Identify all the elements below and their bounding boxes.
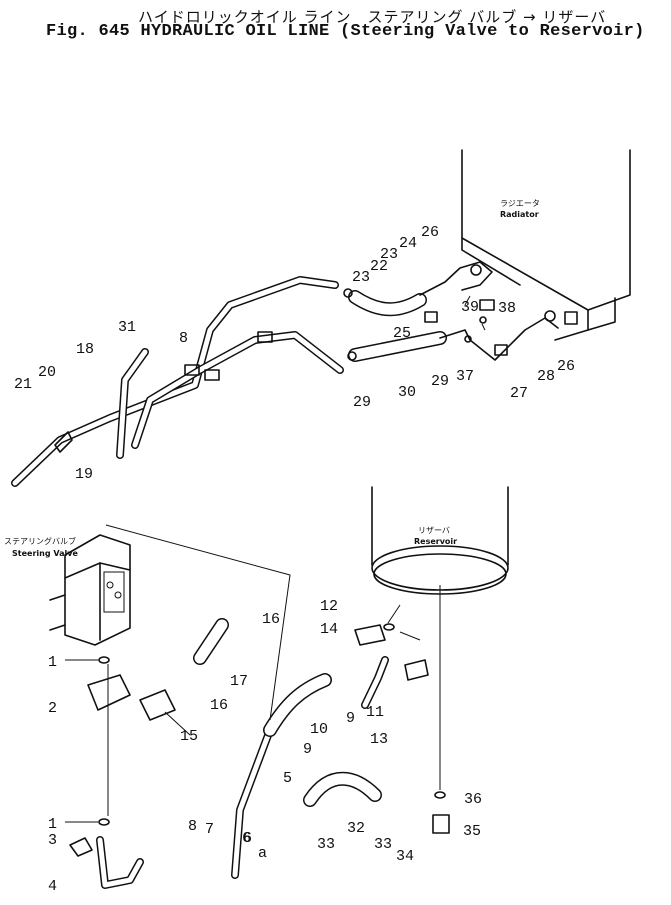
callout-6: 6 <box>243 830 252 847</box>
callout-21: 21 <box>14 376 32 393</box>
callout-4: 4 <box>48 878 57 895</box>
callout-26-lower: 26 <box>557 358 575 375</box>
callout-3: 3 <box>48 832 57 849</box>
callout-15: 15 <box>180 728 198 745</box>
callout-39: 39 <box>461 299 479 316</box>
reservoir-label-jp: リザーバ <box>418 526 450 535</box>
callout-5: 5 <box>283 770 292 787</box>
callout-11: 11 <box>366 704 384 721</box>
callouts: 1 1 2 3 4 5 6 6 7 8 9 9 10 11 12 13 14 1… <box>14 224 575 895</box>
callout-32: 32 <box>347 820 365 837</box>
top-fittings <box>343 261 578 361</box>
callout-33-right: 33 <box>374 836 392 853</box>
callout-26: 26 <box>421 224 439 241</box>
callout-9-lower: 9 <box>303 741 312 758</box>
callout-18: 18 <box>76 341 94 358</box>
callout-16-lower: 16 <box>210 697 228 714</box>
callout-35: 35 <box>463 823 481 840</box>
hose-22 <box>348 290 427 317</box>
figure-title-japanese: ハイドロリックオイル ライン ステアリング バルブ → リザーバ <box>138 8 607 26</box>
callout-37: 37 <box>456 368 474 385</box>
callout-1: 1 <box>48 654 57 671</box>
callout-28: 28 <box>537 368 555 385</box>
callout-27: 27 <box>510 385 528 402</box>
radiator-label-jp: ラジエータ <box>500 199 540 208</box>
steering-valve-label-jp: ステアリングバルブ <box>4 536 76 546</box>
callout-20: 20 <box>38 364 56 381</box>
callout-7: 7 <box>205 821 214 838</box>
steering-valve: ステアリングバルブ Steering Valve <box>4 534 131 646</box>
callout-13: 13 <box>370 731 388 748</box>
callout-24: 24 <box>399 235 417 252</box>
callout-38: 38 <box>498 300 516 317</box>
callout-22: 22 <box>370 258 388 275</box>
callout-9: 9 <box>346 710 355 727</box>
radiator-label: Radiator <box>500 210 539 219</box>
reservoir: リザーバ Reservoir <box>371 486 509 595</box>
callout-1-lower: 1 <box>48 816 57 833</box>
callout-19: 19 <box>75 466 93 483</box>
leader-lines <box>65 295 486 823</box>
callout-10: 10 <box>310 721 328 738</box>
callout-16: 16 <box>262 611 280 628</box>
steering-valve-label: Steering Valve <box>12 549 78 558</box>
callout-23-upper: 23 <box>380 246 398 263</box>
callout-34: 34 <box>396 848 414 865</box>
callout-12: 12 <box>320 598 338 615</box>
callout-17: 17 <box>230 673 248 690</box>
upper-pipes <box>11 276 344 487</box>
figure-title: Fig. 645 HYDRAULIC OIL LINE (Steering Va… <box>46 22 645 41</box>
reservoir-label: Reservoir <box>414 537 457 546</box>
callout-6-lower: 6 <box>242 830 251 847</box>
callout-a: a <box>258 845 267 862</box>
callout-29: 29 <box>353 394 371 411</box>
callout-8-arrow: 8 <box>179 330 188 347</box>
callout-25: 25 <box>393 325 411 342</box>
radiator: ラジエータ Radiator <box>461 149 631 341</box>
hose-30 <box>348 331 447 362</box>
callout-33: 33 <box>317 836 335 853</box>
callout-8: 8 <box>188 818 197 835</box>
callout-30: 30 <box>398 384 416 401</box>
callout-29-right: 29 <box>431 373 449 390</box>
callout-2: 2 <box>48 700 57 717</box>
callout-23: 23 <box>352 269 370 286</box>
callout-36: 36 <box>464 791 482 808</box>
lower-pipes <box>69 618 450 889</box>
callout-31: 31 <box>118 319 136 336</box>
callout-14: 14 <box>320 621 338 638</box>
